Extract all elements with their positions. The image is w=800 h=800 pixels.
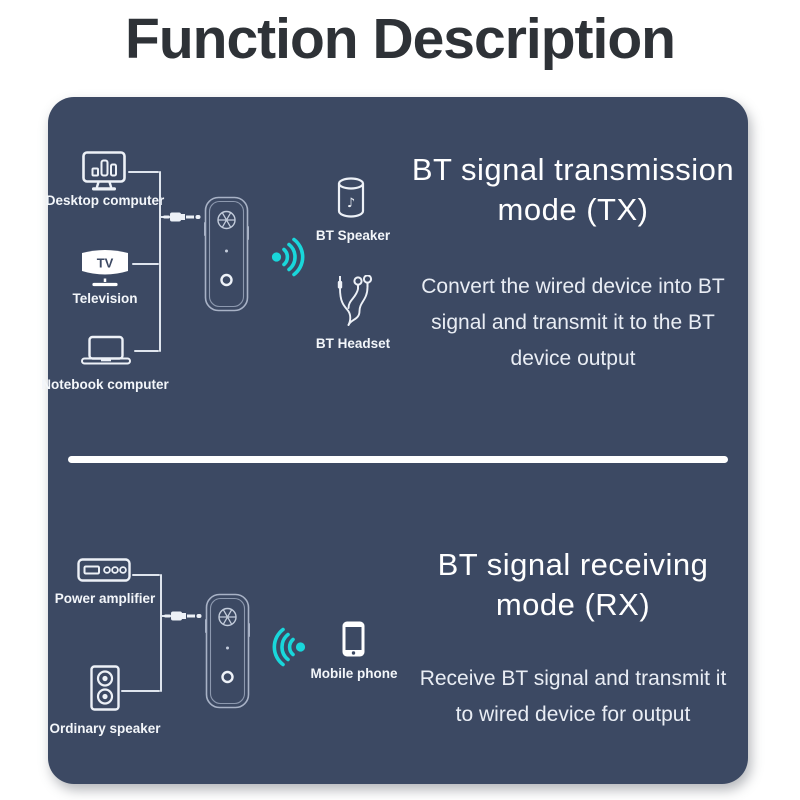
rx-heading-line1: BT signal receiving — [437, 547, 709, 582]
mobile-phone-label: Mobile phone — [310, 666, 398, 681]
tx-heading-line2: mode (TX) — [497, 192, 649, 227]
section-divider — [68, 456, 728, 463]
main-panel: Desktop computer TV Television Notebook … — [41, 97, 748, 784]
music-note-glyph: ♪ — [347, 196, 355, 211]
notebook-computer-label: Notebook computer — [41, 377, 169, 392]
rx-description: Receive BT signal and transmit it to wir… — [419, 667, 727, 726]
bt-signal-icon — [271, 237, 307, 277]
rx-heading: BT signal receiving mode (RX) — [378, 545, 768, 625]
connector-line — [121, 690, 160, 692]
connector-line — [159, 216, 166, 218]
tx-description: Convert the wired device into BT signal … — [421, 275, 725, 370]
aux-jack-plug-icon — [163, 210, 203, 224]
connector-line — [132, 263, 159, 265]
aux-jack-plug-icon — [164, 609, 204, 623]
connector-line — [132, 574, 160, 576]
connector-line — [159, 171, 161, 352]
bt-speaker-icon: ♪ — [337, 176, 365, 219]
mobile-phone-icon — [342, 621, 365, 657]
connector-line — [134, 350, 159, 352]
connector-line — [128, 171, 159, 173]
ordinary-speaker-icon — [90, 665, 120, 711]
bt-signal-icon — [270, 627, 306, 667]
bt-speaker-label: BT Speaker — [315, 228, 391, 243]
bt-adapter-icon — [204, 196, 249, 312]
bt-headset-label: BT Headset — [315, 336, 391, 351]
desktop-computer-label: Desktop computer — [45, 193, 165, 208]
bt-headset-icon — [333, 275, 373, 331]
tx-heading: BT signal transmission mode (TX) — [378, 150, 768, 230]
power-amplifier-icon — [77, 558, 131, 582]
connector-line — [160, 574, 162, 692]
notebook-computer-icon — [80, 335, 132, 367]
television-icon: TV — [79, 243, 131, 289]
desktop-computer-icon — [82, 151, 126, 191]
connector-line — [160, 615, 167, 617]
bt-adapter-icon — [205, 593, 250, 709]
power-amplifier-label: Power amplifier — [54, 591, 156, 606]
ordinary-speaker-label: Ordinary speaker — [49, 721, 161, 736]
rx-heading-line2: mode (RX) — [495, 587, 651, 622]
page-title: Function Description — [125, 7, 676, 71]
television-label: Television — [72, 291, 138, 306]
tv-screen-text: TV — [97, 256, 114, 271]
tx-heading-line1: BT signal transmission — [411, 152, 735, 187]
